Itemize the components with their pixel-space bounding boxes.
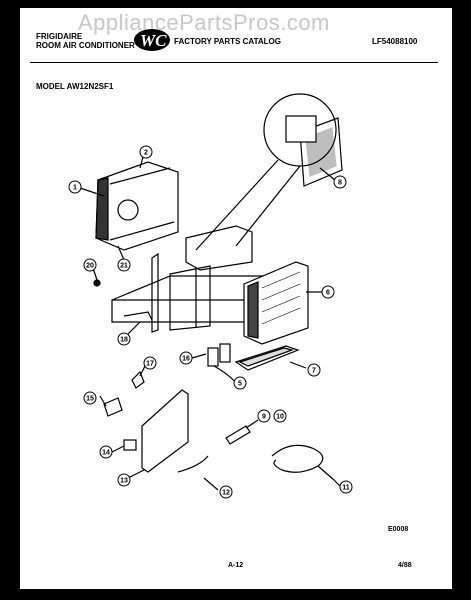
callout-16: 16 <box>182 356 190 363</box>
callout-17: 17 <box>146 361 154 368</box>
callout-10: 10 <box>276 414 284 421</box>
callout-7: 7 <box>312 368 316 375</box>
callout-11: 11 <box>342 485 350 492</box>
callout-markers <box>68 145 353 499</box>
watermark: AppliancePartsPros.com <box>78 10 330 35</box>
callout-13: 13 <box>120 478 128 485</box>
callout-14: 14 <box>102 450 110 457</box>
callout-2: 2 <box>144 150 148 157</box>
model-number: MODEL AW12N2SF1 <box>36 82 114 91</box>
header-rule <box>30 62 438 63</box>
callout-20: 20 <box>86 263 94 270</box>
callout-12: 12 <box>222 490 230 497</box>
callout-8: 8 <box>338 180 342 187</box>
diagram-code: E0008 <box>388 526 409 533</box>
callout-1: 1 <box>73 185 77 192</box>
callout-6: 6 <box>326 290 330 297</box>
callout-18: 18 <box>120 337 128 344</box>
callout-9: 9 <box>262 414 266 421</box>
document-number: LF54088100 <box>372 37 418 46</box>
callout-21: 21 <box>120 263 128 270</box>
callout-15: 15 <box>86 396 94 403</box>
brand-name: FRIGIDAIRE <box>36 32 83 41</box>
callout-5: 5 <box>238 381 242 388</box>
catalog-title: FACTORY PARTS CATALOG <box>174 37 281 46</box>
product-type: ROOM AIR CONDITIONER <box>36 41 135 50</box>
wc-logo: WC <box>140 31 167 50</box>
revision-date: 4/88 <box>398 562 412 569</box>
page-number: A-12 <box>228 562 244 569</box>
